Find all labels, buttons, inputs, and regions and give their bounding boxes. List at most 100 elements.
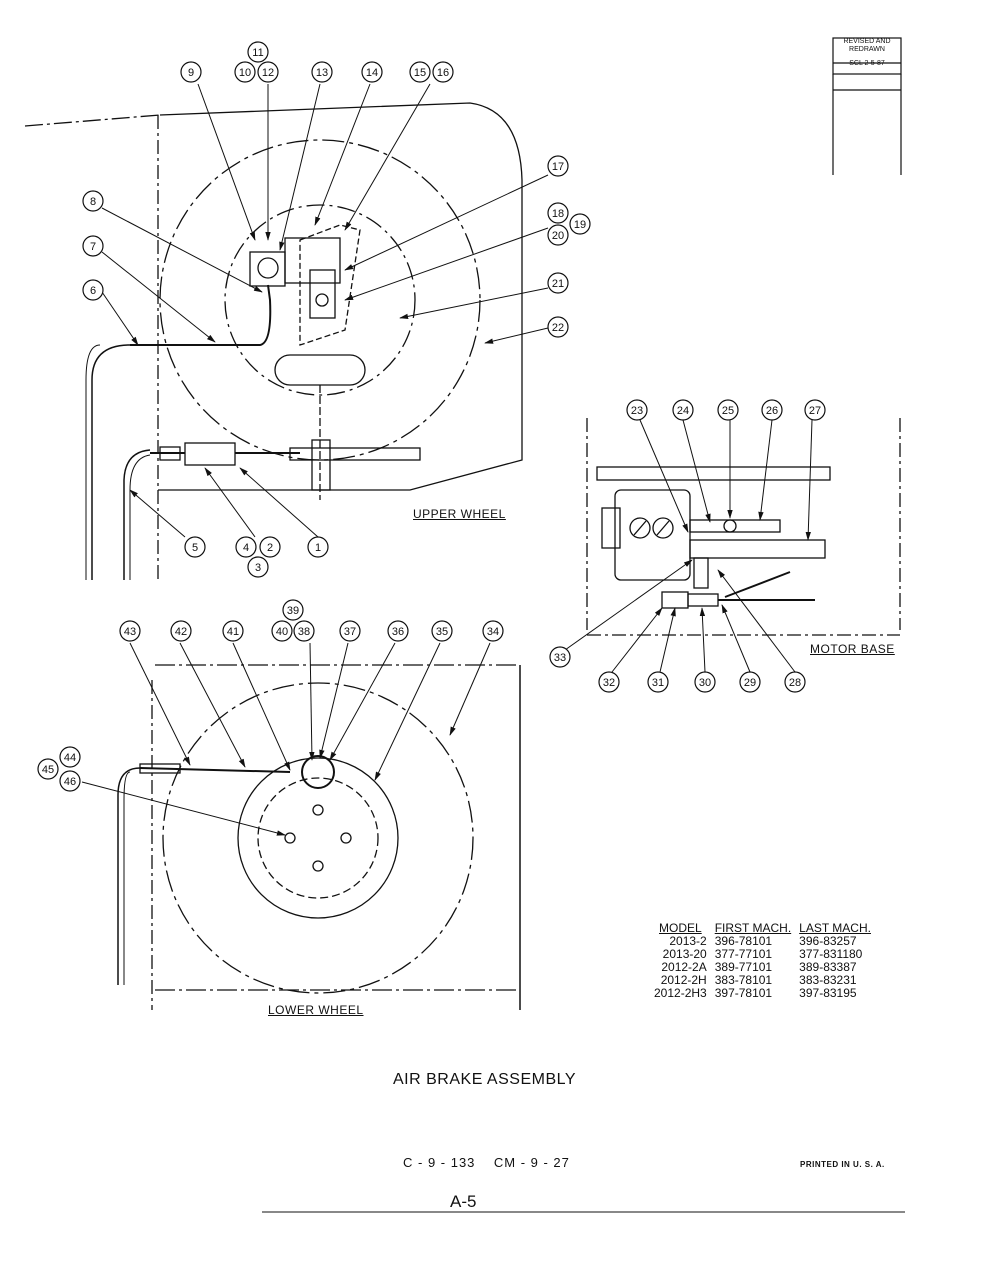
callout-label: 19 [574, 219, 586, 231]
callout-46 [59, 770, 81, 792]
callout-37 [339, 620, 361, 642]
callout-39 [282, 599, 304, 621]
callout-33 [549, 646, 571, 668]
model-cell: 2012-2H3 [654, 986, 707, 1000]
callout-34 [482, 620, 504, 642]
first-mach-cell: 396-78101 [714, 934, 773, 948]
table-row: 2013-20 377-77101 377-831180 [650, 948, 875, 961]
callout-18 [547, 202, 569, 224]
callout-30 [694, 671, 716, 693]
callout-22 [547, 316, 569, 338]
callout-label: 37 [344, 626, 356, 638]
drawing-codes: C - 9 - 133 CM - 9 - 27 [403, 1155, 570, 1170]
header-first-mach: FIRST MACH. [714, 921, 792, 935]
callout-label: 42 [175, 626, 187, 638]
callout-label: 26 [766, 405, 778, 417]
model-cell: 2013-2 [669, 934, 707, 948]
callout-19 [569, 213, 591, 235]
motor-base-label: MOTOR BASE [810, 642, 895, 656]
callout-29 [739, 671, 761, 693]
callout-25 [717, 399, 739, 421]
lower-wheel-circle [162, 682, 474, 994]
callout-14 [361, 61, 383, 83]
callout-20 [547, 224, 569, 246]
callout-label: 27 [809, 405, 821, 417]
last-mach-cell: 383-83231 [799, 973, 857, 987]
first-mach-cell: 397-78101 [714, 986, 773, 1000]
lower-caliper [301, 755, 335, 789]
callout-circles [37, 41, 826, 792]
model-cell: 2013-20 [662, 947, 707, 961]
callout-27 [804, 399, 826, 421]
callout-label: 1 [315, 542, 321, 554]
callout-2 [259, 536, 281, 558]
callout-28 [784, 671, 806, 693]
callout-24 [672, 399, 694, 421]
callout-label: 30 [699, 677, 711, 689]
callout-label: 13 [316, 67, 328, 79]
callout-label: 22 [552, 322, 564, 334]
first-mach-cell: 377-77101 [714, 947, 773, 961]
callout-label: 15 [414, 67, 426, 79]
callout-label: 33 [554, 652, 566, 664]
callout-15 [409, 61, 431, 83]
callout-label: 34 [487, 626, 499, 638]
last-mach-cell: 377-831180 [799, 947, 863, 961]
upper-wheel-circle [159, 139, 481, 461]
leader-lines [81, 83, 813, 836]
callout-label: 12 [262, 67, 274, 79]
header-model: MODEL [659, 921, 702, 935]
brake-caliper [249, 251, 286, 287]
last-mach-cell: 389-83387 [799, 960, 857, 974]
header-last-mach: LAST MACH. [799, 921, 871, 935]
motor-body [614, 489, 691, 581]
callout-label: 45 [42, 764, 54, 776]
callout-label: 46 [64, 776, 76, 788]
callout-numbers: 1 2 3 4 5 6 7 8 9 10 11 12 13 14 15 16 1… [42, 47, 821, 788]
callout-26 [761, 399, 783, 421]
callout-45 [37, 758, 59, 780]
last-mach-cell: 397-83195 [799, 986, 857, 1000]
callout-label: 17 [552, 161, 564, 173]
printed-in-usa: PRINTED IN U. S. A. [800, 1160, 885, 1169]
motor-base-assembly [586, 418, 901, 636]
callout-label: 25 [722, 405, 734, 417]
revision-block [832, 37, 902, 175]
callout-41 [222, 620, 244, 642]
revision-line1: REVISED AND [843, 38, 891, 45]
callout-32 [598, 671, 620, 693]
table-row: 2012-2H3 397-78101 397-83195 [650, 987, 875, 1000]
page-title: AIR BRAKE ASSEMBLY [393, 1071, 576, 1088]
callout-label: 39 [287, 605, 299, 617]
first-mach-cell: 383-78101 [714, 973, 773, 987]
callout-label: 38 [298, 626, 310, 638]
table-row: 2012-2A 389-77101 389-83387 [650, 961, 875, 974]
callout-21 [547, 272, 569, 294]
callout-9 [180, 61, 202, 83]
revision-text: REVISED AND REDRAWN SCL 2-5-87 [833, 38, 901, 68]
callout-36 [387, 620, 409, 642]
callout-7 [82, 235, 104, 257]
callout-16 [432, 61, 454, 83]
callout-38 [293, 620, 315, 642]
brake-hub [257, 257, 279, 279]
model-table-header: MODEL FIRST MACH. LAST MACH. [650, 922, 875, 935]
callout-label: 14 [366, 67, 378, 79]
callout-label: 35 [436, 626, 448, 638]
callout-label: 36 [392, 626, 404, 638]
callout-label: 11 [252, 47, 263, 59]
brake-valve [184, 442, 236, 466]
callout-label: 6 [90, 285, 96, 297]
callout-8 [82, 190, 104, 212]
callout-11 [247, 41, 269, 63]
callout-label: 23 [631, 405, 643, 417]
callout-label: 41 [227, 626, 239, 638]
table-row: 2013-2 396-78101 396-83257 [650, 935, 875, 948]
callout-label: 8 [90, 196, 96, 208]
callout-label: 10 [239, 67, 251, 79]
callout-5 [184, 536, 206, 558]
callout-1 [307, 536, 329, 558]
callout-label: 5 [192, 542, 198, 554]
model-cell: 2012-2A [661, 960, 707, 974]
